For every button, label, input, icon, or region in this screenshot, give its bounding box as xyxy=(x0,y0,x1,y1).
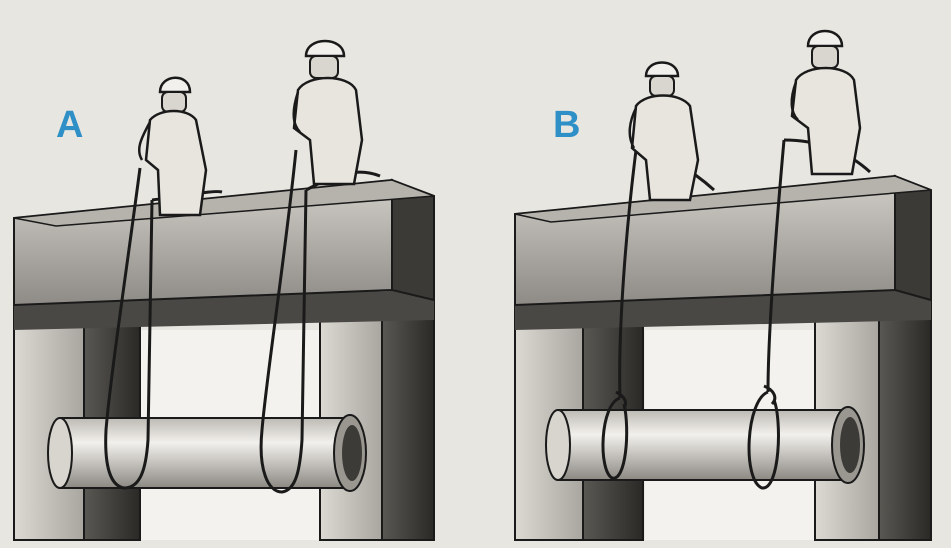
worker-b-left xyxy=(628,61,700,202)
worker-a-left xyxy=(138,76,208,217)
pipe-b xyxy=(545,406,865,484)
panel-b xyxy=(514,29,932,541)
panel-a-label: A xyxy=(56,104,84,146)
worker-b-right xyxy=(790,29,862,176)
worker-a-right xyxy=(292,39,364,186)
panel-b-label: B xyxy=(553,104,581,146)
pipe-a xyxy=(47,414,367,492)
panel-a xyxy=(13,39,435,541)
